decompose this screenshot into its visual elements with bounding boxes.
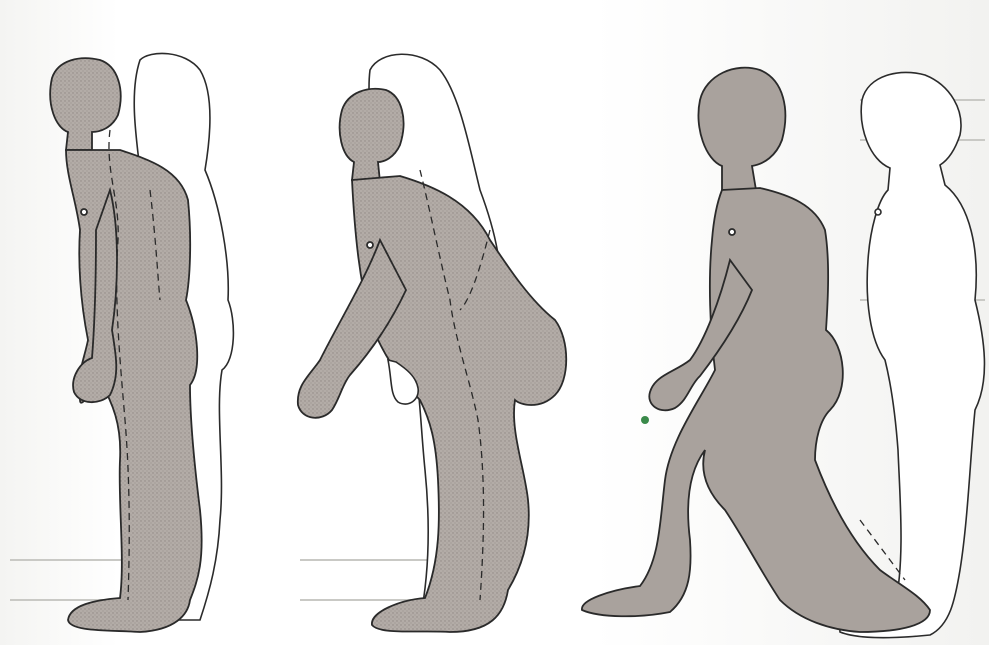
green-ink-spot xyxy=(641,416,649,424)
panel-2 xyxy=(298,54,566,632)
panel-1 xyxy=(50,53,233,632)
panel-3 xyxy=(582,68,985,638)
